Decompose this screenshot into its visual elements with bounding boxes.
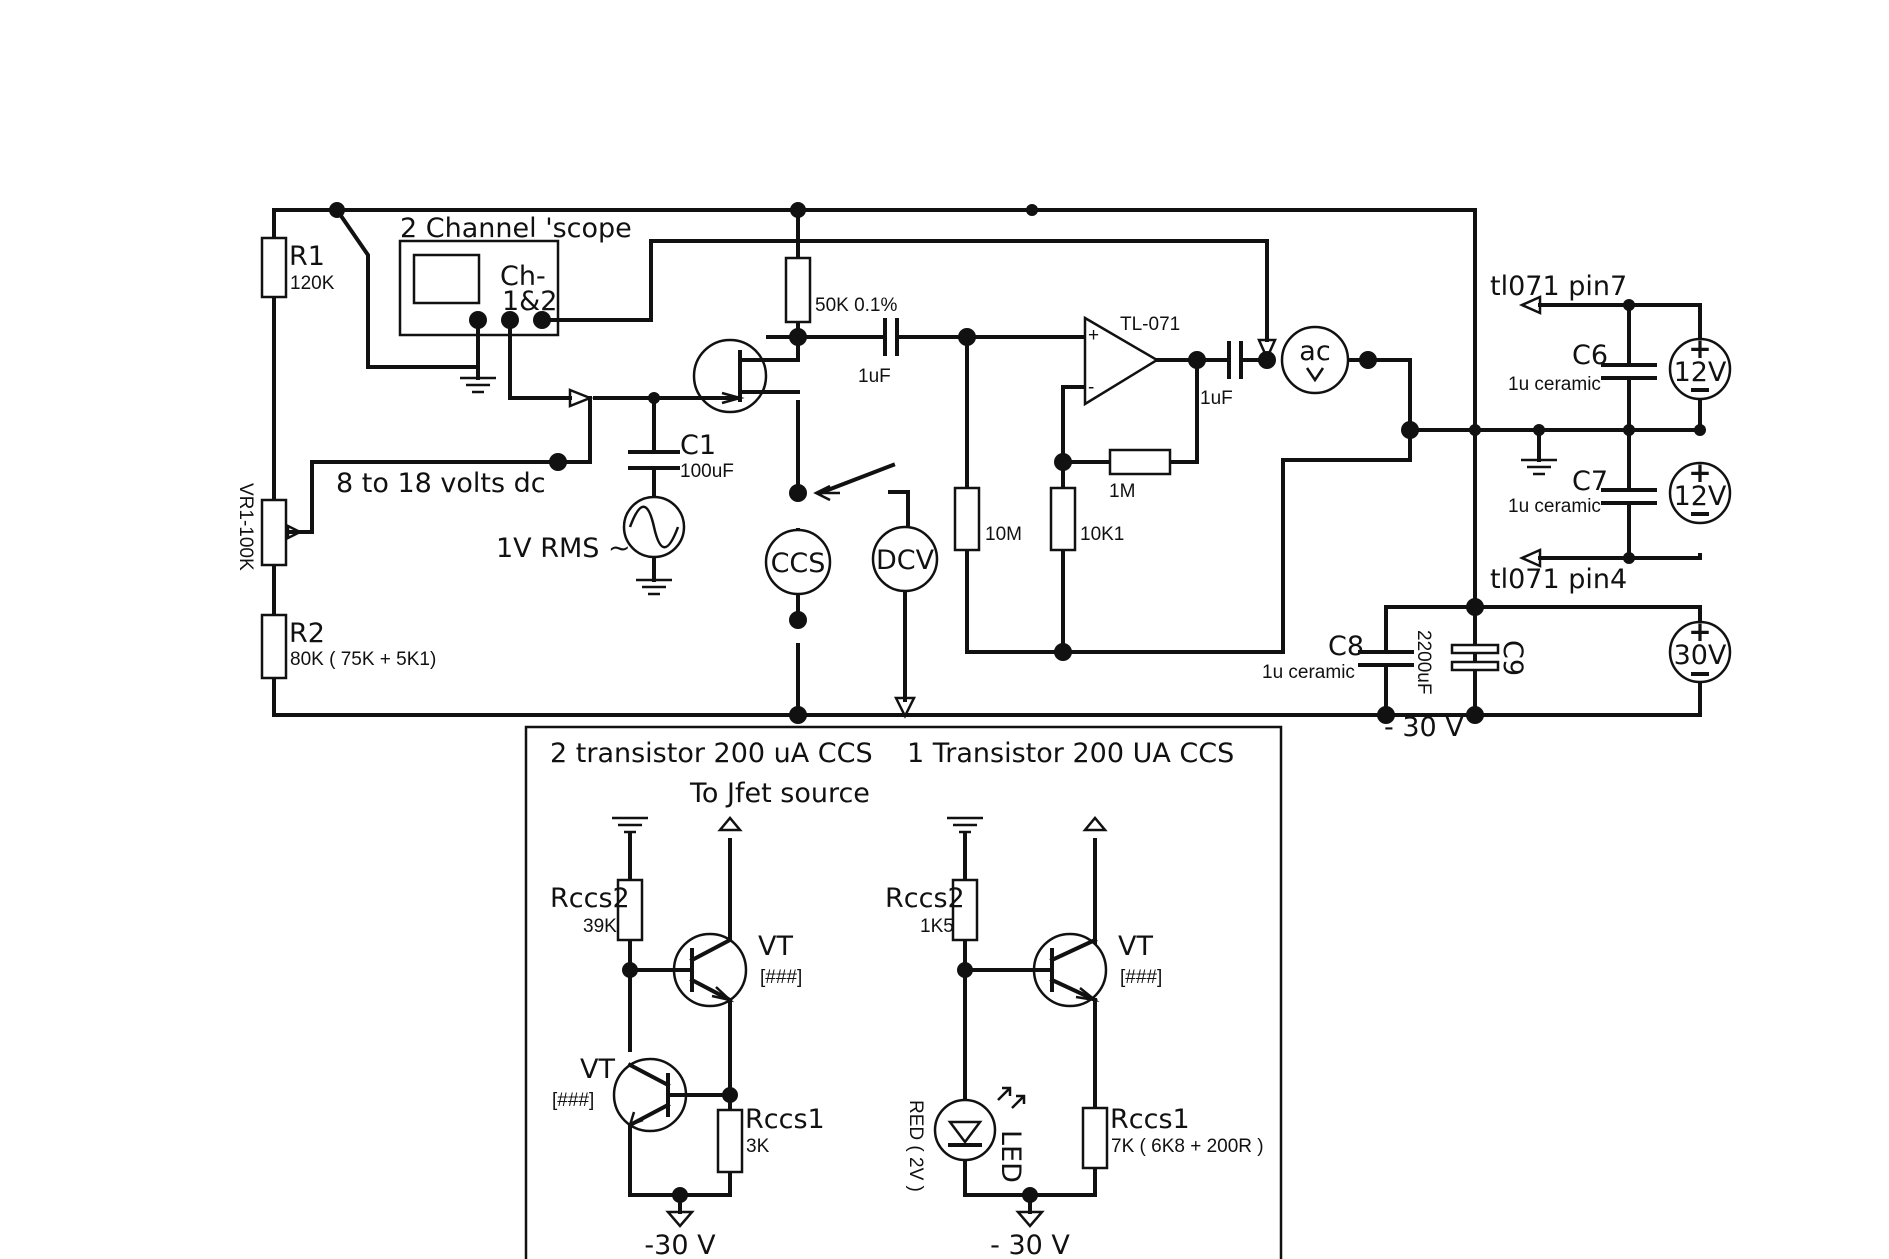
svg-text:CCS: CCS (771, 548, 826, 579)
svg-text:39K: 39K (583, 916, 617, 937)
svg-text:Ch-: Ch- (500, 261, 546, 292)
svg-text:C7: C7 (1572, 466, 1608, 497)
capacitor-c8: C8 1u ceramic (1262, 631, 1414, 683)
svg-text:tl071 pin7: tl071 pin7 (1490, 271, 1627, 302)
ac-voltmeter: ac (1280, 325, 1350, 395)
svg-text:100uF: 100uF (680, 461, 734, 482)
svg-text:+: + (1088, 325, 1099, 346)
resistor-r2: R2 80K ( 75K + 5K1) (260, 613, 436, 680)
capacitor-c9: C9 2200uF (1413, 630, 1528, 694)
svg-text:- 30 V: - 30 V (990, 1230, 1070, 1259)
svg-text:TL-071: TL-071 (1120, 314, 1180, 335)
battery-12v-bottom: + 12V (1668, 456, 1732, 525)
resistor-1m: 1M (1108, 448, 1172, 502)
svg-text:Rccs1: Rccs1 (1110, 1104, 1190, 1135)
svg-text:-30 V: -30 V (644, 1230, 716, 1259)
svg-text:tl071 pin4: tl071 pin4 (1490, 564, 1627, 595)
supply-dc-label: 8 to 18 volts dc (336, 468, 546, 499)
svg-text:Rccs2: Rccs2 (550, 883, 630, 914)
capacitor-1uf-b: 1uF (1200, 341, 1243, 409)
ccs-inset: 2 transistor 200 uA CCS 1 Transistor 200… (524, 725, 1283, 1259)
svg-text:Rccs1: Rccs1 (745, 1104, 825, 1135)
svg-text:7K ( 6K8 + 200R ): 7K ( 6K8 + 200R ) (1111, 1136, 1264, 1157)
svg-text:1uF: 1uF (1200, 388, 1233, 409)
svg-text:C8: C8 (1328, 631, 1364, 662)
scope-ground-icon (458, 376, 498, 394)
svg-text:RED ( 2V ): RED ( 2V ) (905, 1100, 926, 1192)
dcv-meter: DCV (871, 525, 939, 719)
capacitor-c7: C7 1u ceramic (1508, 466, 1657, 517)
svg-text:VR1-100K: VR1-100K (235, 483, 256, 571)
inset-left-ground-icon (610, 816, 650, 834)
svg-text:50K 0.1%: 50K 0.1% (815, 295, 897, 316)
svg-text:10K1: 10K1 (1080, 524, 1124, 545)
svg-text:80K ( 75K + 5K1): 80K ( 75K + 5K1) (290, 649, 436, 670)
svg-text:VT: VT (580, 1054, 615, 1085)
svg-text:C1: C1 (680, 430, 716, 461)
svg-text:1u ceramic: 1u ceramic (1508, 374, 1601, 395)
svg-text:+: + (1688, 615, 1711, 648)
svg-text:30V: 30V (1674, 640, 1727, 671)
jfet-transistor (692, 338, 800, 414)
svg-text:1u ceramic: 1u ceramic (1262, 662, 1355, 683)
svg-text:LED: LED (995, 1130, 1026, 1183)
input-arrow-icon (1257, 338, 1277, 362)
opamp-tl071: + - TL-071 (1083, 314, 1180, 407)
ccs-source: CCS (764, 528, 832, 596)
signal-generator: 1V RMS ~ (496, 495, 686, 564)
svg-text:C9: C9 (1497, 640, 1528, 676)
probe-arrow-icon (568, 388, 594, 408)
tl071-pin4: tl071 pin4 (1490, 548, 1627, 595)
svg-text:2200uF: 2200uF (1413, 630, 1434, 694)
svg-text:10M: 10M (985, 524, 1022, 545)
svg-text:120K: 120K (290, 273, 335, 294)
tl071-pin7: tl071 pin7 (1490, 271, 1627, 315)
potentiometer-vr1: VR1-100K (235, 483, 303, 571)
oscilloscope: 2 Channel 'scope Ch- 1&2 (398, 213, 632, 372)
svg-text:12V: 12V (1674, 357, 1727, 388)
to-jfet-label: To Jfet source (689, 778, 870, 809)
switch-arrow-icon (813, 484, 840, 502)
svg-text:R1: R1 (289, 241, 325, 272)
svg-text:R2: R2 (289, 618, 325, 649)
svg-text:DCV: DCV (876, 545, 935, 576)
neg-30v-label: - 30 V (1384, 712, 1464, 743)
battery-30v: + 30V (1668, 615, 1732, 684)
resistor-10m: 10M (953, 486, 1022, 552)
center-ground-icon (1519, 458, 1559, 476)
svg-text:1u ceramic: 1u ceramic (1508, 496, 1601, 517)
svg-text:+: + (1688, 332, 1711, 365)
capacitor-1uf-a: 1uF (858, 318, 899, 387)
svg-text:ac: ac (1299, 336, 1330, 367)
svg-text:2 Channel 'scope: 2 Channel 'scope (400, 213, 632, 244)
svg-text:1M: 1M (1109, 481, 1135, 502)
svg-text:1K5: 1K5 (920, 916, 954, 937)
svg-text:[###]: [###] (552, 1090, 594, 1111)
main-wiring (272, 207, 1702, 717)
capacitor-c1: C1 100uF (628, 430, 734, 482)
svg-text:[###]: [###] (1120, 967, 1162, 988)
svg-text:12V: 12V (1674, 481, 1727, 512)
svg-text:VT: VT (758, 931, 793, 962)
svg-text:-: - (1088, 377, 1094, 398)
svg-text:VT: VT (1118, 931, 1153, 962)
svg-text:[###]: [###] (760, 967, 802, 988)
resistor-10k1: 10K1 (1049, 486, 1124, 552)
svg-text:1V RMS ~: 1V RMS ~ (496, 533, 631, 564)
svg-text:C6: C6 (1572, 340, 1608, 371)
resistor-50k: 50K 0.1% (784, 256, 897, 324)
junction-dots (329, 202, 1706, 724)
resistor-r1: R1 120K (260, 236, 335, 299)
siggen-ground-icon (634, 578, 674, 596)
inset-right-ground-icon (945, 816, 985, 834)
inset-title-left: 2 transistor 200 uA CCS (550, 738, 873, 769)
svg-text:3K: 3K (746, 1136, 770, 1157)
inset-title-right: 1 Transistor 200 UA CCS (907, 738, 1234, 769)
svg-text:Rccs2: Rccs2 (885, 883, 965, 914)
battery-12v-top: + 12V (1668, 332, 1732, 401)
svg-text:+: + (1688, 456, 1711, 489)
capacitor-c6: C6 1u ceramic (1508, 340, 1657, 395)
svg-text:1uF: 1uF (858, 366, 891, 387)
